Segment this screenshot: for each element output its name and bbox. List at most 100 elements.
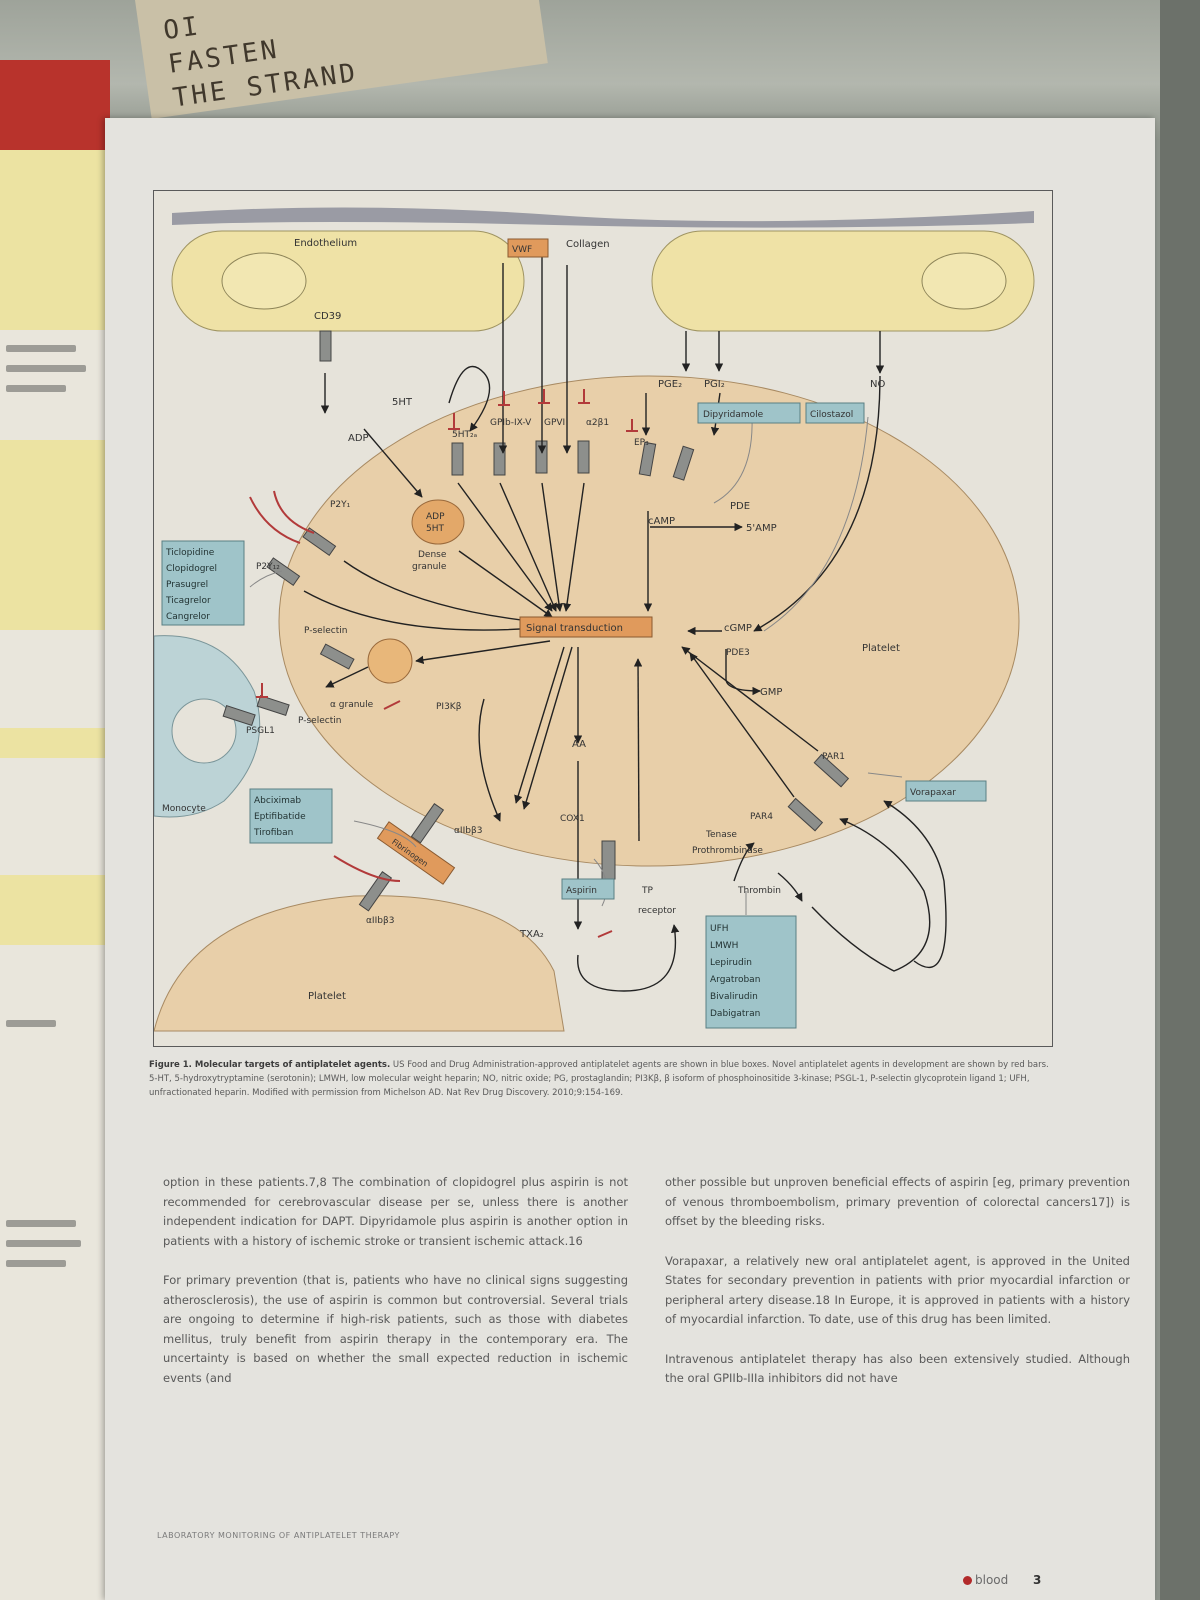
pathway-arrows xyxy=(303,251,947,992)
label-adp: ADP xyxy=(348,433,369,444)
label-5ht2a: 5HT₂ₐ xyxy=(452,430,477,440)
body-column-left: option in these patients.7,8 The combina… xyxy=(163,1173,628,1408)
paragraph: For primary prevention (that is, patient… xyxy=(163,1273,628,1385)
prostaglandin-receptor xyxy=(672,445,695,481)
aiib-receptor-bottom xyxy=(358,871,393,912)
label-vorapaxar: Vorapaxar xyxy=(910,788,956,798)
label-thrombin: Thrombin xyxy=(737,886,781,896)
label-dense-5ht: 5HT xyxy=(426,524,444,534)
thrombin-drugs-box xyxy=(705,915,797,1029)
label-cox1: COX1 xyxy=(560,814,585,824)
figure-1: Endothelium VWF Collagen CD39 5HT PGE₂ P… xyxy=(153,190,1053,1047)
dense-granule xyxy=(411,499,465,545)
page-number: 3 xyxy=(1033,1573,1042,1587)
left-page-text-line xyxy=(6,1020,56,1027)
label-no: NO xyxy=(870,379,885,390)
paragraph: other possible but unproven beneficial e… xyxy=(665,1175,1130,1228)
5ht2a-receptor xyxy=(451,442,464,476)
label-gpib: GPIb-IX-V xyxy=(490,418,532,428)
drug-item: UFH xyxy=(710,924,729,934)
drug-item: Tirofiban xyxy=(253,828,293,838)
label-par1: PAR1 xyxy=(822,752,845,762)
label-p2y1: P2Y₁ xyxy=(330,500,351,510)
dipyridamole-box xyxy=(697,402,801,424)
label-tenase: Tenase xyxy=(705,830,737,840)
label-pi3k: PI3Kβ xyxy=(436,702,462,712)
label-pde3: PDE3 xyxy=(726,648,750,658)
label-p2y12: P2Y₁₂ xyxy=(256,562,280,572)
drug-item: Ticlopidine xyxy=(165,548,215,558)
pathway-diagram: Endothelium VWF Collagen CD39 5HT PGE₂ P… xyxy=(153,207,1035,1032)
left-page-yellow-box xyxy=(0,875,110,945)
label-gmp: GMP xyxy=(760,687,782,698)
label-par4: PAR4 xyxy=(750,812,773,822)
label-psgl1: PSGL1 xyxy=(246,726,275,736)
endothelial-nucleus xyxy=(221,252,307,310)
running-title: LABORATORY MONITORING OF ANTIPLATELET TH… xyxy=(157,1531,400,1540)
figure-caption: Figure 1. Molecular targets of antiplate… xyxy=(149,1058,1059,1100)
a2b1-receptor xyxy=(577,440,590,474)
aiib-receptor-top xyxy=(410,803,445,844)
journal-page: Endothelium VWF Collagen CD39 5HT PGE₂ P… xyxy=(105,118,1155,1600)
drug-item: Dabigatran xyxy=(710,1009,760,1019)
endothelial-cell-right xyxy=(651,230,1035,332)
brand-dot-icon xyxy=(963,1576,972,1585)
left-page-text-line xyxy=(6,385,66,392)
left-page-red-header xyxy=(0,60,110,150)
label-dense-adp: ADP xyxy=(426,512,445,522)
left-page-text-line xyxy=(6,365,86,372)
paragraph: option in these patients.7,8 The combina… xyxy=(163,1175,628,1248)
label-aiib-top: αIIbβ3 xyxy=(454,826,482,836)
label-signal-transduction: Signal transduction xyxy=(526,623,623,634)
label-cilostazol: Cilostazol xyxy=(810,410,853,420)
p2y1-receptor xyxy=(302,527,337,556)
left-page-text-line xyxy=(6,345,76,352)
aspirin-box xyxy=(561,878,615,900)
vwf-box xyxy=(507,238,549,258)
left-page-yellow-box xyxy=(0,440,110,630)
ep3-receptor xyxy=(638,441,657,477)
label-5amp: 5'AMP xyxy=(746,523,777,534)
drug-target-lines xyxy=(249,416,903,915)
pselectin-receptor xyxy=(256,695,290,717)
drug-item: Lepirudin xyxy=(710,958,752,968)
drug-item: Clopidogrel xyxy=(166,564,217,574)
drug-item: Eptifibatide xyxy=(254,812,306,822)
label-5ht: 5HT xyxy=(392,397,413,408)
label-pge2: PGE₂ xyxy=(658,379,682,390)
label-camp: cAMP xyxy=(648,516,675,527)
label-aiib-bottom: αIIbβ3 xyxy=(366,916,394,926)
thrombin-drug-list: UFH LMWH Lepirudin Argatroban Bivalirudi… xyxy=(710,924,760,1019)
caption-title: Figure 1. Molecular targets of antiplate… xyxy=(149,1060,391,1070)
cilostazol-box xyxy=(805,402,865,424)
p2y12-receptor xyxy=(266,557,301,586)
label-pde: PDE xyxy=(730,501,750,512)
drug-item: Argatroban xyxy=(710,975,760,985)
label-pgi2: PGI₂ xyxy=(704,379,725,390)
endothelial-nucleus xyxy=(921,252,1007,310)
left-page-text-line xyxy=(6,1220,76,1227)
paragraph: Intravenous antiplatelet therapy has als… xyxy=(665,1351,1130,1386)
monocyte-nucleus xyxy=(171,698,237,764)
signal-transduction-box xyxy=(519,616,653,638)
pselectin-membrane xyxy=(319,643,355,670)
inhibitor-marks xyxy=(249,389,638,938)
label-monocyte: Monocyte xyxy=(162,804,206,814)
vessel-wall xyxy=(172,207,1034,228)
vorapaxar-box xyxy=(905,780,987,802)
fibrinogen-bridge xyxy=(376,821,456,885)
cd39-receptor xyxy=(319,330,332,362)
label-pselectin-top: P-selectin xyxy=(304,626,347,636)
label-dense-granule: Dense xyxy=(418,550,447,560)
label-aspirin: Aspirin xyxy=(566,886,597,896)
psgl1-receptor xyxy=(222,705,256,727)
left-page-yellow-box xyxy=(0,728,110,758)
left-page-text-line xyxy=(6,1240,81,1247)
platelet-bottom xyxy=(153,895,565,1032)
label-dense-granule: granule xyxy=(412,562,447,572)
gp-drug-list: Abciximab Eptifibatide Tirofiban xyxy=(253,796,306,838)
alpha-granule xyxy=(367,638,413,684)
label-cgmp: cGMP xyxy=(724,623,752,634)
label-gpvi: GPVI xyxy=(544,418,565,428)
paragraph: Vorapaxar, a relatively new oral antipla… xyxy=(665,1253,1130,1327)
